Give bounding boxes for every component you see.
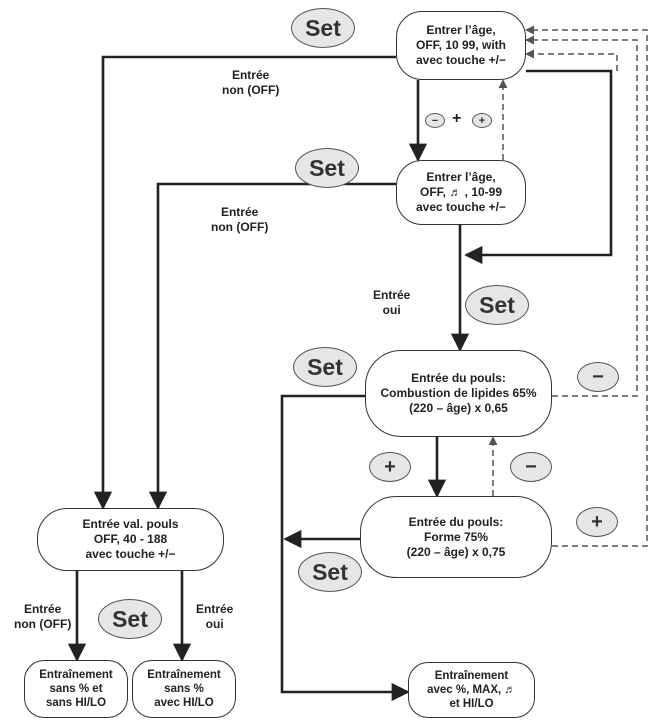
node-age-entry-2-line-2: OFF, ♬ , 10-99	[419, 185, 503, 199]
node-training-3-line-1: Entraînement	[434, 670, 509, 682]
label-entry-no-off-1-line-1: Entrée	[231, 68, 270, 82]
label-entry-yes-2-line-1: Entrée	[196, 602, 234, 616]
set-button-4-label: Set	[307, 353, 343, 380]
node-pulse-fat-burn-line-2: Combustion de lipides 65%	[380, 386, 537, 400]
node-training-2-line-1: Entraînement	[147, 669, 221, 681]
node-pulse-value-line-1: Entrée val. pouls	[82, 517, 179, 531]
set-button-5: Set	[298, 552, 362, 592]
plus-right-label: +	[591, 510, 603, 533]
set-button-4: Set	[293, 347, 357, 387]
node-training-2-line-3: avec HI/LO	[154, 697, 214, 709]
node-pulse-fat-burn-line-1: Entrée du pouls:	[411, 371, 506, 385]
set-button-6-label: Set	[112, 605, 148, 632]
set-button-6: Set	[98, 599, 162, 639]
node-age-entry-1: Entrer l’âge, OFF, 10 99, with avec touc…	[396, 11, 526, 80]
node-training-2-line-2: sans %	[164, 683, 204, 695]
set-button-1-label: Set	[305, 14, 341, 41]
plus-button-small: +	[472, 113, 492, 128]
label-entry-no-off-1: Entrée non (OFF)	[222, 68, 279, 98]
minus-middle-label: −	[525, 455, 537, 478]
arrow-age1-to-pulse-value	[93, 55, 396, 510]
label-entry-no-off-2: Entrée non (OFF)	[211, 205, 268, 235]
dashed-fitness-to-age1	[525, 25, 648, 547]
node-age-entry-1-line-2: OFF, 10 99, with	[415, 38, 507, 52]
label-entry-yes-1: Entrée oui	[373, 288, 410, 318]
node-age-entry-2: Entrer l’âge, OFF, ♬ , 10-99 avec touche…	[396, 160, 526, 225]
node-pulse-value: Entrée val. pouls OFF, 40 - 188 avec tou…	[37, 508, 224, 571]
node-age-entry-2-line-1: Entrer l’âge,	[426, 170, 496, 184]
label-entry-yes-1-line-1: Entrée	[373, 288, 411, 302]
plus-small-label: +	[478, 114, 486, 127]
set-button-5-label: Set	[312, 558, 348, 585]
node-pulse-fitness-line-1: Entrée du pouls:	[408, 514, 504, 529]
node-age-entry-2-line-3: avec touche +/−	[415, 200, 507, 214]
node-training-1-line-3: sans HI/LO	[45, 697, 107, 709]
dashed-fat-burn-to-age1	[525, 35, 638, 397]
node-age-entry-1-line-3: avec touche +/−	[415, 53, 507, 67]
minus-small-label: −	[431, 114, 439, 127]
node-pulse-fitness-line-3: (220 – âge) x 0,75	[406, 544, 506, 559]
node-training-1-line-1: Entraînement	[39, 669, 113, 681]
minus-right-label: −	[592, 365, 604, 388]
label-entry-no-off-3-line-2: non (OFF)	[14, 617, 72, 631]
node-training-1-line-2: sans % et	[49, 683, 103, 695]
node-training-3-line-2: avec %, MAX, ♬	[427, 684, 516, 696]
arrow-age2-to-pulse-value	[148, 182, 396, 510]
label-entry-yes-1-line-2: oui	[382, 303, 401, 317]
label-entry-no-off-2-line-1: Entrée	[220, 205, 259, 219]
label-entry-no-off-2-line-2: non (OFF)	[211, 220, 269, 234]
node-pulse-fat-burn-line-3: (220 – âge) x 0,65	[409, 401, 508, 415]
plus-sign-between: +	[452, 110, 462, 127]
node-pulse-value-line-2: OFF, 40 - 188	[93, 532, 168, 546]
set-button-1: Set	[291, 8, 355, 48]
minus-button-middle: −	[510, 452, 552, 482]
set-button-3: Set	[465, 285, 529, 325]
label-entry-no-off-1-line-2: non (OFF)	[222, 83, 280, 97]
label-entry-yes-2: Entrée oui	[196, 602, 233, 632]
node-pulse-fat-burn: Entrée du pouls: Combustion de lipides 6…	[365, 350, 552, 437]
set-button-2: Set	[295, 148, 359, 188]
node-training-no-pct-no-hilo: Entraînement sans % et sans HI/LO	[24, 660, 128, 718]
arrow-fat-burn-to-training	[280, 394, 410, 702]
node-pulse-fitness: Entrée du pouls: Forme 75% (220 – âge) x…	[360, 496, 552, 578]
minus-button-right: −	[577, 362, 619, 392]
node-training-pct-max: Entraînement avec %, MAX, ♬ et HI/LO	[408, 662, 535, 718]
label-entry-yes-2-line-2: oui	[205, 617, 224, 631]
label-entry-no-off-3: Entrée non (OFF)	[14, 602, 71, 632]
node-pulse-fitness-line-2: Forme 75%	[423, 529, 489, 544]
plus-button-right: +	[576, 507, 618, 537]
dashed-loop-age1-b	[525, 49, 618, 71]
plus-left-label: +	[384, 455, 396, 478]
minus-button-small: −	[425, 113, 445, 128]
node-pulse-value-line-3: avec touche +/−	[85, 547, 176, 561]
node-training-3-line-3: et HI/LO	[449, 698, 494, 710]
set-button-2-label: Set	[309, 154, 345, 181]
node-training-no-pct-hilo: Entraînement sans % avec HI/LO	[132, 660, 236, 718]
plus-button-left: +	[369, 452, 411, 482]
set-button-3-label: Set	[479, 291, 515, 318]
node-age-entry-1-line-1: Entrer l’âge,	[426, 23, 496, 37]
arrow-age1-right-loop	[464, 69, 613, 265]
label-entry-no-off-3-line-1: Entrée	[23, 602, 62, 616]
